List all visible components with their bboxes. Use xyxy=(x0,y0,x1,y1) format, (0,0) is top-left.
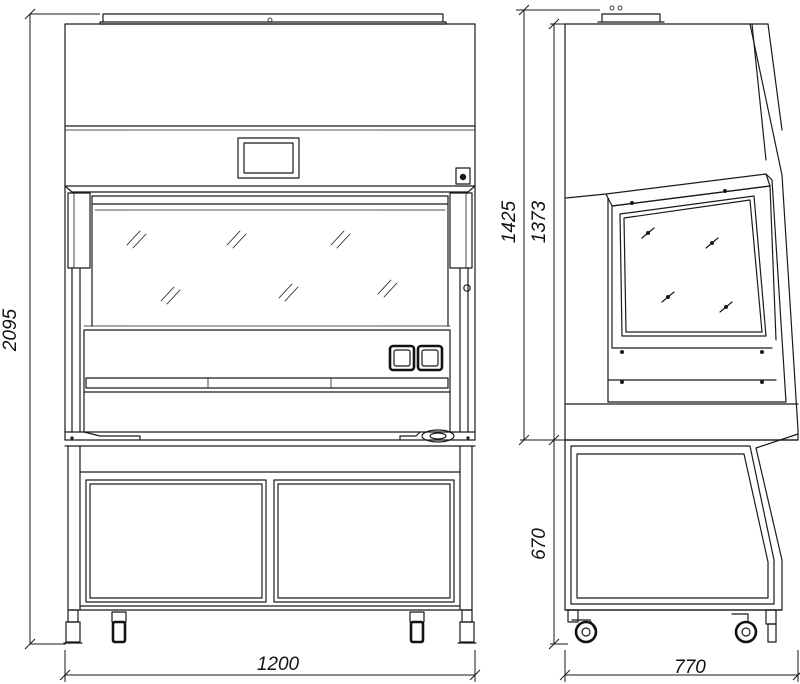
side-sash-frame xyxy=(565,173,787,403)
dimension-labels: 2095 1425 1373 670 1200 770 xyxy=(0,200,706,678)
dim-depth: 770 xyxy=(674,657,706,678)
work-zone xyxy=(83,325,451,433)
front-cabinet-body xyxy=(64,23,476,441)
side-work-base xyxy=(564,403,799,441)
side-view xyxy=(564,5,799,644)
work-surface xyxy=(64,429,476,447)
power-switch xyxy=(455,167,471,185)
front-sash-glass xyxy=(91,195,449,327)
side-top-housing xyxy=(597,5,665,23)
front-stand xyxy=(67,445,473,611)
glass-reflection-marks xyxy=(126,230,398,305)
glass-screw-marks xyxy=(641,227,733,313)
side-sash-glass xyxy=(619,195,767,337)
side-castors xyxy=(567,609,777,644)
dim-width: 1200 xyxy=(257,654,300,675)
dimension-lines xyxy=(24,4,800,682)
dim-stand-height: 670 xyxy=(529,528,550,560)
front-side-pillars xyxy=(67,192,473,433)
front-view xyxy=(63,13,477,644)
side-cabinet-body xyxy=(564,23,799,441)
front-top-housing xyxy=(99,13,447,25)
socket-outlets xyxy=(388,344,444,372)
dim-total-height: 2095 xyxy=(0,308,21,352)
front-castors xyxy=(63,609,477,644)
side-stand xyxy=(564,433,799,611)
dim-cabinet-inner-height: 1373 xyxy=(529,200,550,243)
control-display-panel xyxy=(237,137,300,179)
dim-cabinet-height: 1425 xyxy=(499,200,520,243)
